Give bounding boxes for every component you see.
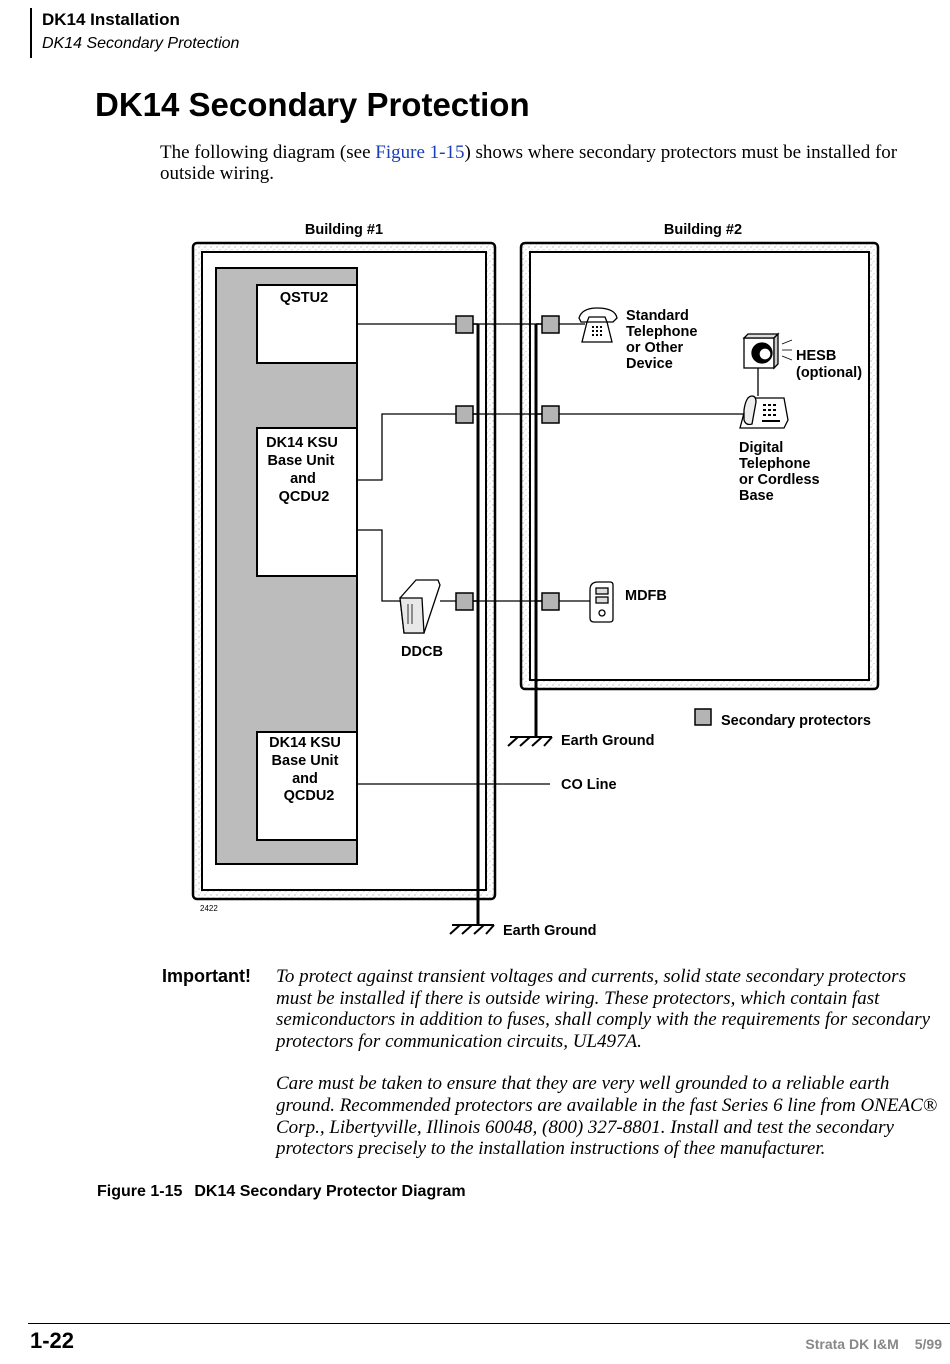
secondary-protector (455, 592, 474, 611)
important-paragraph-2: Care must be taken to ensure that they a… (276, 1073, 938, 1160)
digital-telephone-icon (739, 395, 789, 429)
footer-doc-info: Strata DK I&M 5/99 (805, 1336, 942, 1352)
header-chapter: DK14 Installation (42, 10, 180, 29)
secondary-protector (455, 405, 474, 424)
mdfb-icon (589, 581, 614, 623)
intro-text-before: The following diagram (see (160, 142, 376, 163)
header-section: DK14 Secondary Protection (42, 35, 240, 52)
ksu-base-unit-1-label: DK14 KSU Base Unit and QCDU2 (266, 435, 342, 505)
ddcb-label: DDCB (401, 644, 443, 660)
figure-number: Figure 1-15 (97, 1183, 183, 1200)
mdfb-label: MDFB (625, 588, 667, 604)
ground-bus (476, 324, 538, 925)
footer-rule (28, 1323, 950, 1324)
intro-paragraph: The following diagram (see Figure 1-15) … (160, 142, 940, 184)
digital-telephone-label: Digital Telephone or Cordless Base (739, 440, 824, 504)
qstu2-box (256, 284, 358, 364)
hesb-speaker-icon (742, 332, 793, 370)
figure-title: DK14 Secondary Protector Diagram (194, 1183, 466, 1200)
hesb-label: HESB (optional) (796, 348, 862, 381)
footer-doc-title: Strata DK I&M (805, 1336, 899, 1352)
earth-ground-label-1: Earth Ground (561, 733, 654, 749)
standard-telephone-icon (578, 307, 618, 343)
legend-protector-swatch (694, 708, 712, 726)
figure-id: 2422 (200, 904, 218, 913)
co-line-label: CO Line (561, 777, 617, 793)
earth-ground-label-2: Earth Ground (503, 923, 596, 939)
important-paragraph-1: To protect against transient voltages an… (276, 966, 931, 1052)
standard-telephone-label: Standard Telephone or Other Device (626, 308, 701, 372)
secondary-protector-diagram: Building #1 QSTU2 DK14 KSU Base Unit and… (191, 222, 880, 939)
footer-date: 5/99 (914, 1336, 942, 1352)
secondary-protector (455, 315, 474, 334)
earth-ground-symbol (507, 736, 553, 747)
page-number: 1-22 (30, 1328, 75, 1353)
legend-label: Secondary protectors (721, 713, 871, 729)
page-title: DK14 Secondary Protection (95, 86, 530, 123)
ksu-base-unit-2-label: DK14 KSU Base Unit and QCDU2 (269, 735, 345, 804)
secondary-protector (541, 405, 560, 424)
building1-label: Building #1 (305, 222, 383, 238)
figure-caption: Figure 1-15 DK14 Secondary Protector Diag… (97, 1183, 478, 1201)
ksu-base-unit-2-box (256, 731, 358, 841)
ksu-base-unit-1-box (256, 427, 358, 577)
figure-link[interactable]: Figure 1-15 (375, 142, 465, 163)
earth-ground-symbol (449, 924, 495, 935)
secondary-protector (541, 592, 560, 611)
secondary-protector (541, 315, 560, 334)
header-rule (30, 8, 32, 58)
qstu2-label: QSTU2 (280, 290, 328, 306)
important-label: Important! (162, 966, 251, 986)
ddcb-icon (399, 579, 441, 634)
intro-text-after: ) shows where secondary protectors must … (160, 142, 898, 184)
building2-label: Building #2 (664, 222, 742, 238)
important-text: To protect against transient voltages an… (276, 966, 946, 1181)
